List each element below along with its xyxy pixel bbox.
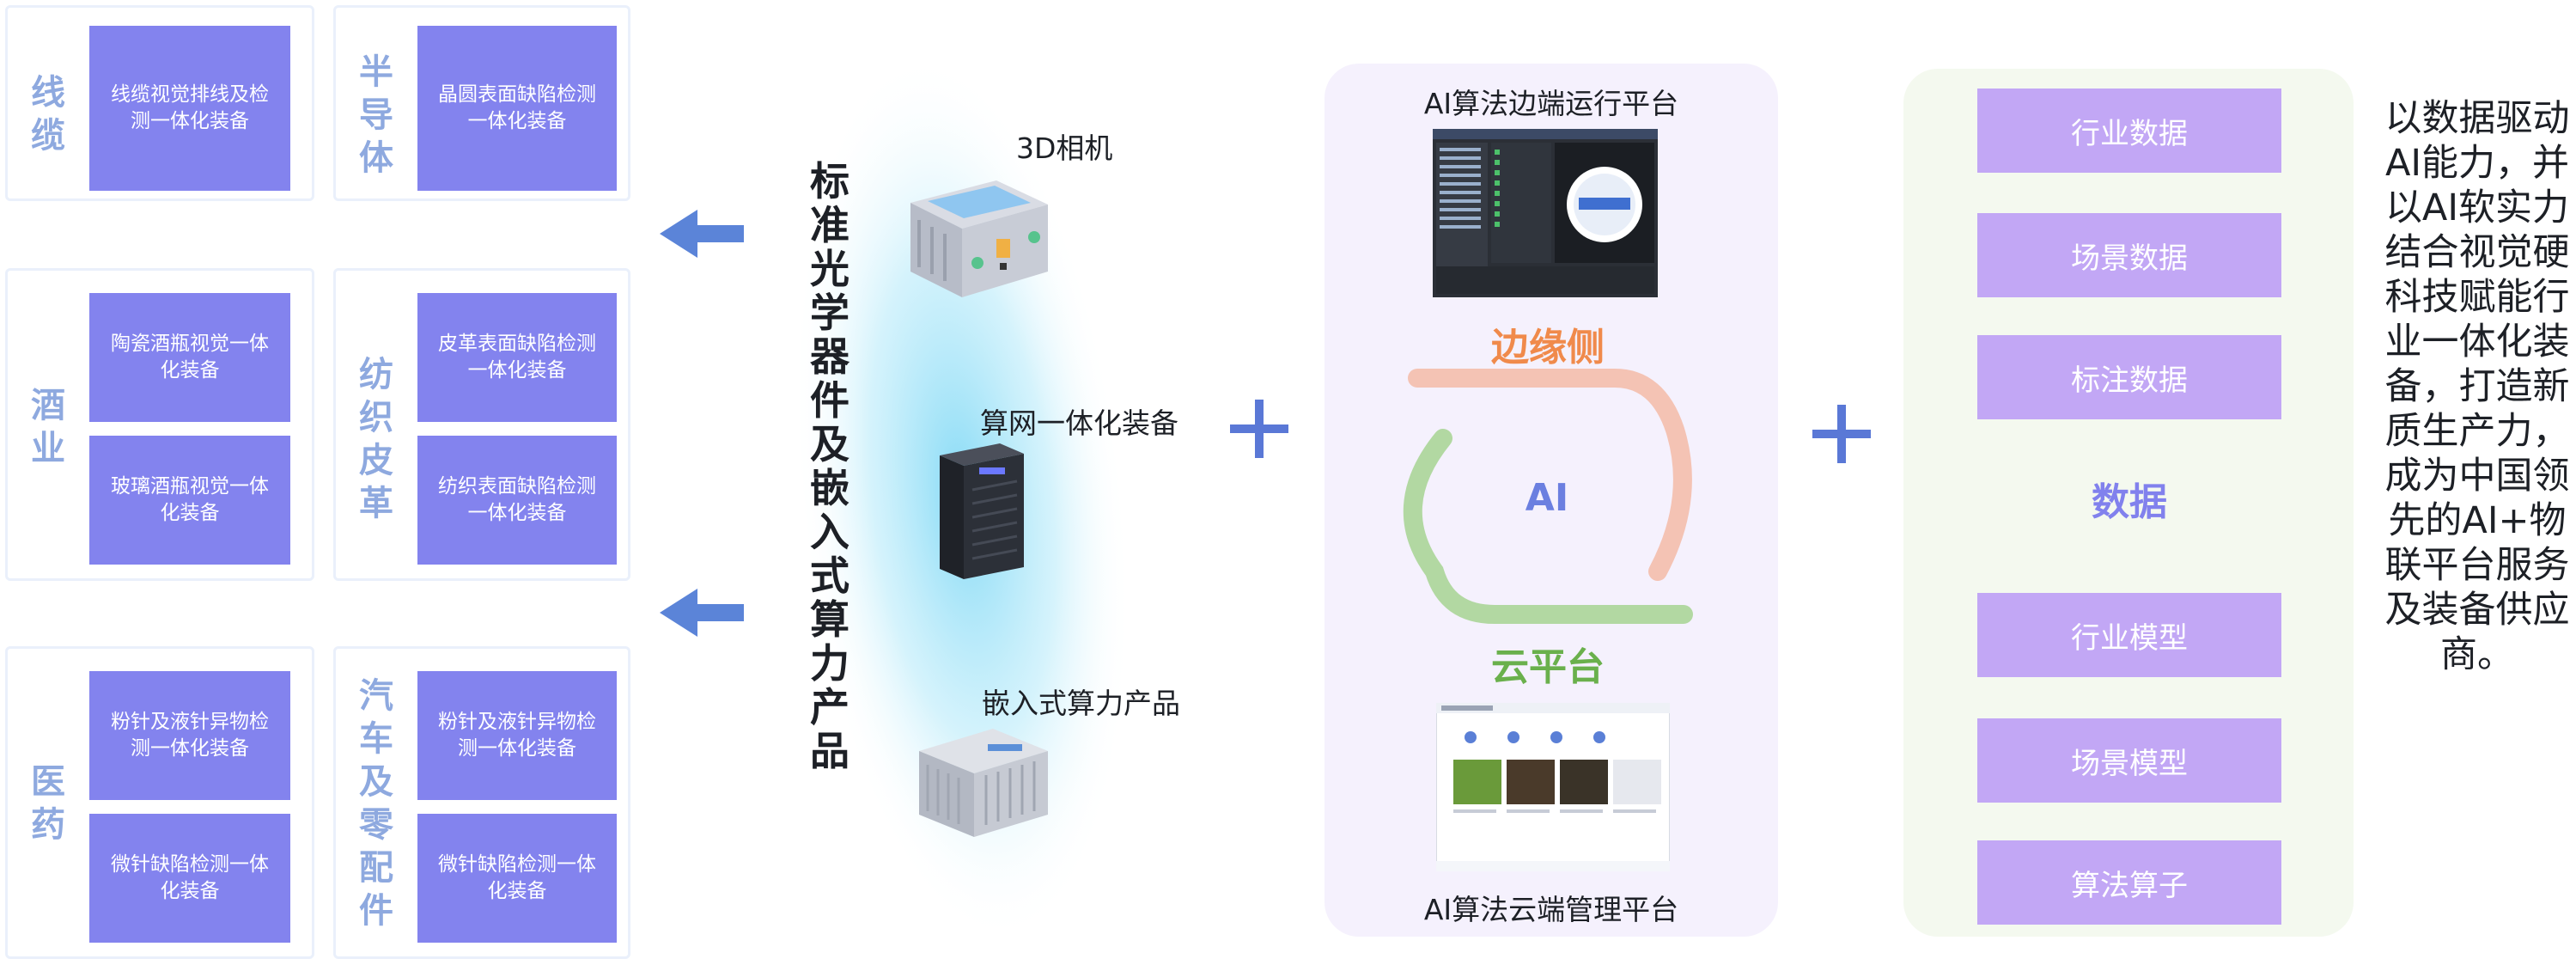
data-item-box[interactable]: 行业数据	[1977, 89, 2281, 173]
cloud-platform-screenshot[interactable]	[1436, 703, 1670, 871]
edge-platform-screenshot[interactable]	[1433, 129, 1658, 297]
plus-icon	[1230, 400, 1288, 458]
arrow-left-icon	[660, 589, 744, 637]
equipment-box[interactable]: 粉针及液针异物检测一体化装备	[417, 671, 617, 800]
equipment-box[interactable]: 纺织表面缺陷检测一体化装备	[417, 436, 617, 565]
industry-panel-semiconductor: 半导体 晶圆表面缺陷检测一体化装备	[333, 5, 630, 201]
plus-icon	[1812, 405, 1871, 463]
cloud-label: 云平台	[1491, 645, 1605, 689]
edge-cloud-loop-diagram	[1403, 369, 1693, 624]
equipment-box[interactable]: 微针缺陷检测一体化装备	[89, 814, 290, 943]
industry-panel-cable: 线缆 线缆视觉排线及检测一体化装备	[5, 5, 314, 201]
equipment-box[interactable]: 粉针及液针异物检测一体化装备	[89, 671, 290, 800]
equipment-box[interactable]: 微针缺陷检测一体化装备	[417, 814, 617, 943]
equipment-box[interactable]: 陶瓷酒瓶视觉一体化装备	[89, 293, 290, 422]
company-description: 以数据驱动AI能力，并以AI软实力结合视觉硬科技赋能行业一体化装备，打造新质生产…	[2384, 97, 2570, 676]
computing-box-icon[interactable]	[935, 438, 1029, 583]
data-item-box[interactable]: 场景数据	[1977, 213, 2281, 297]
equipment-box[interactable]: 玻璃酒瓶视觉一体化装备	[89, 436, 290, 565]
model-item-box[interactable]: 场景模型	[1977, 718, 2281, 803]
data-item-box[interactable]: 标注数据	[1977, 335, 2281, 419]
model-item-box[interactable]: 算法算子	[1977, 840, 2281, 925]
model-item-box[interactable]: 行业模型	[1977, 593, 2281, 677]
industry-panel-textile-leather: 纺织皮革 皮革表面缺陷检测一体化装备 纺织表面缺陷检测一体化装备	[333, 268, 630, 581]
data-center-label: 数据	[2092, 480, 2167, 524]
industry-label: 纺织皮革	[359, 355, 393, 523]
device-label: 3D相机	[1016, 131, 1113, 165]
industry-panel-automotive: 汽车及零配件 粉针及液针异物检测一体化装备 微针缺陷检测一体化装备	[333, 646, 630, 959]
edge-label: 边缘侧	[1491, 326, 1605, 370]
equipment-box[interactable]: 晶圆表面缺陷检测一体化装备	[417, 26, 617, 191]
industry-label: 线缆	[31, 73, 65, 156]
industry-label: 汽车及零配件	[359, 676, 393, 931]
equipment-box[interactable]: 皮革表面缺陷检测一体化装备	[417, 293, 617, 422]
industry-panel-pharma: 医药 粉针及液针异物检测一体化装备 微针缺陷检测一体化装备	[5, 646, 314, 959]
embedded-unit-icon[interactable]	[910, 717, 1057, 846]
device-label: 嵌入式算力产品	[982, 687, 1180, 720]
vertical-title: 标准光学器件及嵌入式算力产品	[810, 158, 850, 774]
3d-camera-icon[interactable]	[893, 168, 1057, 306]
cloud-platform-title: AI算法云端管理平台	[1423, 893, 1679, 926]
arrow-left-icon	[660, 210, 744, 258]
industry-label: 半导体	[359, 52, 393, 178]
ai-label: AI	[1525, 476, 1569, 520]
equipment-box[interactable]: 线缆视觉排线及检测一体化装备	[89, 26, 290, 191]
industry-panel-liquor: 酒业 陶瓷酒瓶视觉一体化装备 玻璃酒瓶视觉一体化装备	[5, 268, 314, 581]
edge-platform-title: AI算法边端运行平台	[1423, 87, 1679, 120]
industry-label: 酒业	[31, 386, 65, 468]
industry-label: 医药	[31, 762, 65, 845]
device-label: 算网一体化装备	[980, 406, 1178, 440]
